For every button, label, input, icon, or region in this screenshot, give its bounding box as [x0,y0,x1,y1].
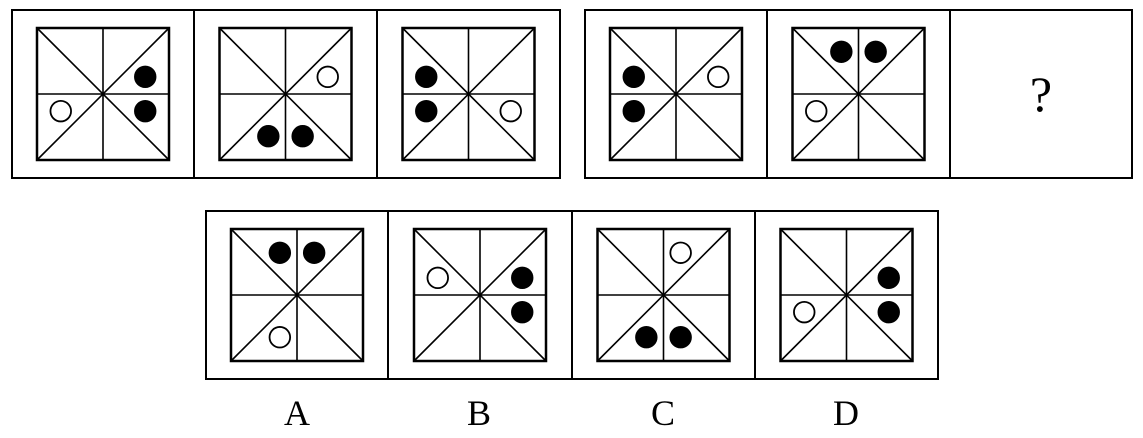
question-4-black-dot-left-top [622,65,645,89]
option-label-a[interactable]: A [284,393,310,433]
option-c-black-dot-bottom-right [669,326,692,349]
option-b-white-dot-left-top [426,266,449,290]
option-b-black-dot-right-bottom [511,300,534,324]
question-4-black-dot-left-bottom [622,99,645,123]
option-a-figure [229,227,365,363]
option-cell-b[interactable] [387,210,573,380]
question-1-black-dot-right-bottom [134,99,157,123]
option-a-black-dot-top-right [302,241,326,264]
option-d-black-dot-right-top [877,266,900,290]
question-3-black-dot-left-bottom [415,99,438,123]
option-a-black-dot-top-left [268,241,292,264]
question-2-figure [218,26,353,162]
question-5-white-dot-left-bottom [805,99,828,123]
question-1-white-dot-left-bottom [49,99,72,123]
question-mark: ? [1030,66,1052,122]
question-1-black-dot-right-top [134,65,157,89]
option-a-white-dot-bottom-left [268,326,292,349]
question-cell-3 [376,9,561,179]
question-5-black-dot-top-right [864,40,887,63]
question-row: ? [11,9,1133,179]
option-d-black-dot-right-bottom [877,300,900,324]
option-b-figure [412,227,548,363]
question-cell-5 [766,9,951,179]
option-b-black-dot-right-top [511,266,534,290]
question-4-white-dot-right-top [707,65,730,89]
question-cell-1 [11,9,195,179]
question-5-figure [791,26,926,162]
question-5-black-dot-top-left [830,40,853,63]
option-label-d[interactable]: D [833,393,859,433]
option-d-white-dot-left-bottom [793,300,816,324]
option-label-b[interactable]: B [466,393,491,433]
question-1-figure [35,26,171,162]
question-2-black-dot-bottom-right [291,125,314,148]
option-c-black-dot-bottom-left [635,326,658,349]
question-cell-unknown-frame [949,9,1133,179]
question-3-figure [401,26,536,162]
question-cell-unknown[interactable]: ? [949,9,1133,179]
option-cell-c[interactable] [571,210,756,380]
option-cell-a[interactable] [205,210,389,380]
option-c-figure [596,227,731,363]
question-cell-4 [584,9,768,179]
question-3-black-dot-left-top [415,65,438,89]
question-2-white-dot-right-top [316,65,339,89]
option-d-figure [779,227,914,363]
option-cell-d[interactable] [754,210,939,380]
question-3-white-dot-right-bottom [499,99,522,123]
question-2-black-dot-bottom-left [257,125,280,148]
option-label-c[interactable]: C [650,393,675,433]
question-cell-2 [193,9,378,179]
option-c-white-dot-top-right [669,241,692,264]
question-4-figure [608,26,744,162]
options-row [205,210,939,380]
